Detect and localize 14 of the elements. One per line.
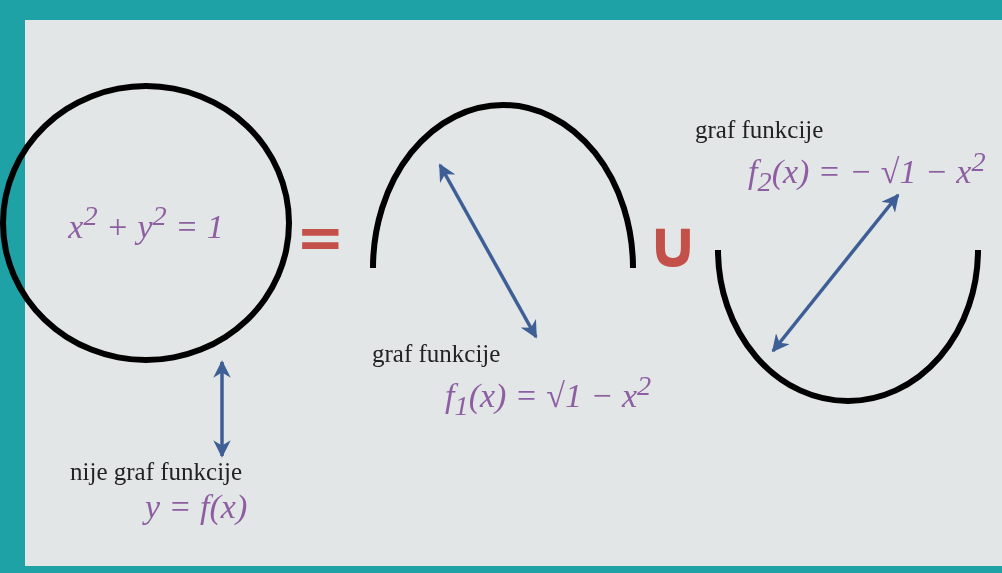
upper-semicircle-arc [370,102,636,268]
double-headed-arrow [438,163,538,339]
caption-text: graf funkcije [695,116,824,144]
caption-text: graf funkcije [372,340,501,368]
formula-text: f$_{1}$(x) = √1 − x$^{2}$ [445,370,652,423]
double-headed-arrow [213,360,231,458]
caption-text: nije graf funkcije [70,458,243,486]
circle [0,83,292,363]
equals-sign: = [296,208,345,266]
formula-text: f$_{2}$(x) = − √1 − x$^{2}$ [748,146,986,199]
double-headed-arrow [771,193,900,353]
equation-text: x$^{2}$ + y$^{2}$ = 1 [68,200,224,246]
lower-semicircle-arc [715,250,981,404]
union-symbol: ∪ [646,212,700,278]
